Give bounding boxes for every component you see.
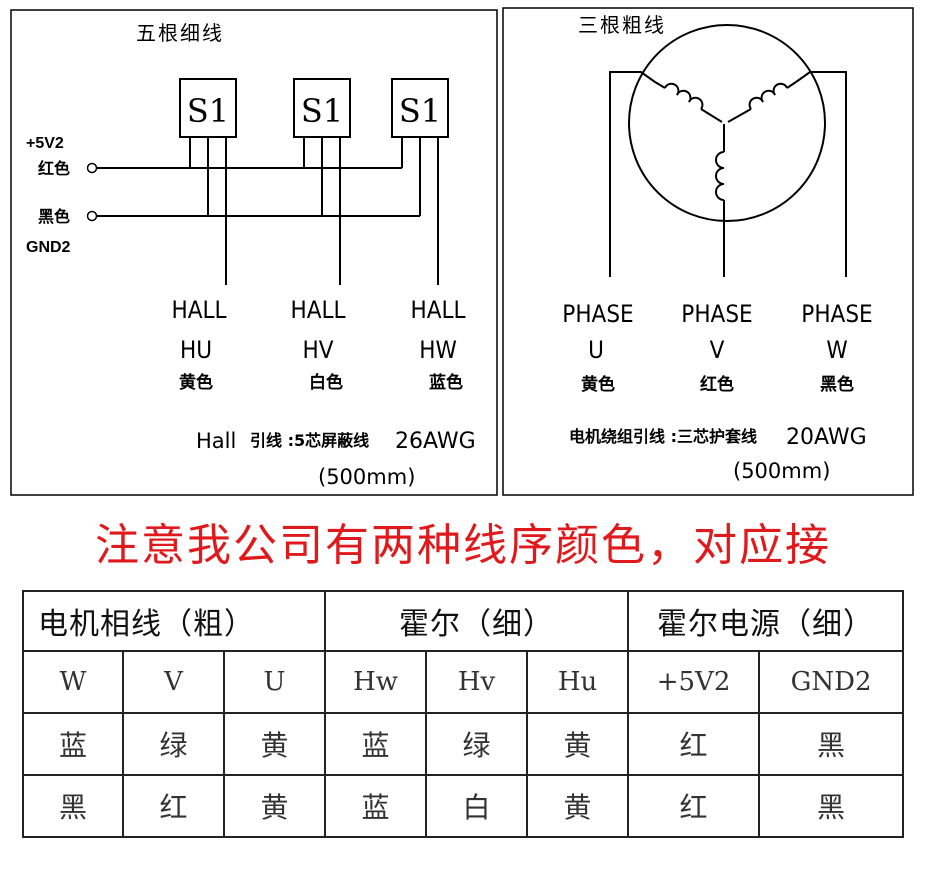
phase-color-label: 黑色 xyxy=(820,374,854,395)
table-cell: 白 xyxy=(425,774,529,838)
group-hall-header: 霍尔（细） xyxy=(324,590,630,652)
wiring-color-warning: 注意我公司有两种线序颜色，对应接 xyxy=(95,520,831,571)
hall-panel-border xyxy=(10,9,498,496)
ground-label: GND2 xyxy=(26,239,71,256)
sensor-label: S1 xyxy=(187,92,229,130)
hall-sensor-3: S1 xyxy=(391,78,449,138)
table-cell: 绿 xyxy=(122,712,225,776)
hall-color-label: 黄色 xyxy=(179,372,213,393)
hall-panel-title: 五根细线 xyxy=(136,21,224,45)
table-cell: Hu xyxy=(526,650,630,714)
hall-wiring xyxy=(97,137,439,285)
table-row: 黑 红 黄 蓝 白 黄 红 黑 xyxy=(22,774,905,838)
hall-color-label: 蓝色 xyxy=(429,372,463,393)
ground-terminal-icon xyxy=(86,210,98,222)
table-cell: 黄 xyxy=(222,774,327,838)
phase-panel-border xyxy=(502,7,914,496)
table-group-header-row: 电机相线（粗） 霍尔（细） 霍尔电源（细） xyxy=(21,590,905,652)
hall-code-label: HW xyxy=(419,336,457,364)
sensor-label: S1 xyxy=(399,92,441,130)
phase-code-label: U xyxy=(588,336,604,364)
hall-sensor-2: S1 xyxy=(293,78,351,138)
wiring-diagrams: 五根细线 S1 S1 S1 xyxy=(10,7,914,496)
table-cell: 红 xyxy=(627,774,761,838)
phase-cable-gauge: 20AWG xyxy=(786,425,867,450)
hall-cable-prefix: Hall xyxy=(196,429,236,453)
table-cell: 绿 xyxy=(425,712,529,776)
table-label-row: W V U Hw Hv Hu +5V2 GND2 xyxy=(22,650,905,714)
phase-name-label: PHASE xyxy=(562,300,633,328)
hall-cable-gauge: 26AWG xyxy=(395,429,476,454)
motor-phase-panel: 三根粗线 PHASE U 黄色 PHASE V 红色 xyxy=(502,7,914,496)
motor-circle xyxy=(628,24,826,222)
hall-code-label: HV xyxy=(302,336,333,364)
group-hall-power-header: 霍尔电源（细） xyxy=(627,590,905,652)
hall-code-label: HU xyxy=(180,336,212,364)
hall-cable-description: 引线 :5芯屏蔽线 xyxy=(250,431,369,450)
hall-name-label: HALL xyxy=(171,296,226,324)
power-terminal-icon xyxy=(86,162,98,174)
table-cell: 蓝 xyxy=(22,712,124,776)
phase-output-labels: PHASE U 黄色 PHASE V 红色 PHASE W 黑色 xyxy=(562,300,872,395)
table-cell: 黄 xyxy=(222,712,327,776)
power-color-label: 红色 xyxy=(38,159,70,178)
sensor-label: S1 xyxy=(301,92,343,130)
phase-panel-title: 三根粗线 xyxy=(578,13,666,37)
power-label: +5V2 xyxy=(26,135,64,152)
group-motor-phase-header: 电机相线（粗） xyxy=(21,590,327,652)
table-cell: GND2 xyxy=(758,650,905,714)
motor-windings xyxy=(609,71,847,277)
phase-color-label: 红色 xyxy=(700,374,734,395)
table-cell: 红 xyxy=(122,774,225,838)
table-row: 蓝 绿 黄 蓝 绿 黄 红 黑 xyxy=(22,712,905,776)
hall-sensor-1: S1 xyxy=(179,78,237,138)
wire-color-table: 电机相线（粗） 霍尔（细） 霍尔电源（细） W V U Hw Hv Hu +5V… xyxy=(21,590,905,838)
phase-name-label: PHASE xyxy=(801,300,872,328)
phase-cable-length: (500mm) xyxy=(733,459,830,483)
table-cell: 红 xyxy=(627,712,761,776)
table-cell: U xyxy=(222,650,327,714)
hall-output-labels: HALL HU 黄色 HALL HV 白色 HALL HW 蓝色 xyxy=(171,296,465,393)
table-cell: 黄 xyxy=(526,774,630,838)
table-cell: 黑 xyxy=(758,774,905,838)
table-cell: Hw xyxy=(324,650,428,714)
phase-code-label: V xyxy=(710,336,725,364)
table-cell: Hv xyxy=(425,650,529,714)
phase-code-label: W xyxy=(826,336,847,364)
phase-color-label: 黄色 xyxy=(581,374,615,395)
hall-name-label: HALL xyxy=(410,296,465,324)
phase-name-label: PHASE xyxy=(681,300,752,328)
hall-cable-length: (500mm) xyxy=(318,465,415,489)
hall-sensor-panel: 五根细线 S1 S1 S1 xyxy=(10,9,498,496)
hall-name-label: HALL xyxy=(290,296,345,324)
hall-color-label: 白色 xyxy=(309,372,343,393)
table-cell: +5V2 xyxy=(627,650,761,714)
phase-cable-description: 电机绕组引线 :三芯护套线 xyxy=(569,427,757,446)
ground-color-label: 黑色 xyxy=(38,207,70,226)
table-cell: 蓝 xyxy=(324,774,428,838)
table-cell: W xyxy=(22,650,124,714)
table-cell: 黑 xyxy=(758,712,905,776)
table-cell: 蓝 xyxy=(324,712,428,776)
table-cell: V xyxy=(122,650,225,714)
table-cell: 黄 xyxy=(526,712,630,776)
table-cell: 黑 xyxy=(22,774,124,838)
